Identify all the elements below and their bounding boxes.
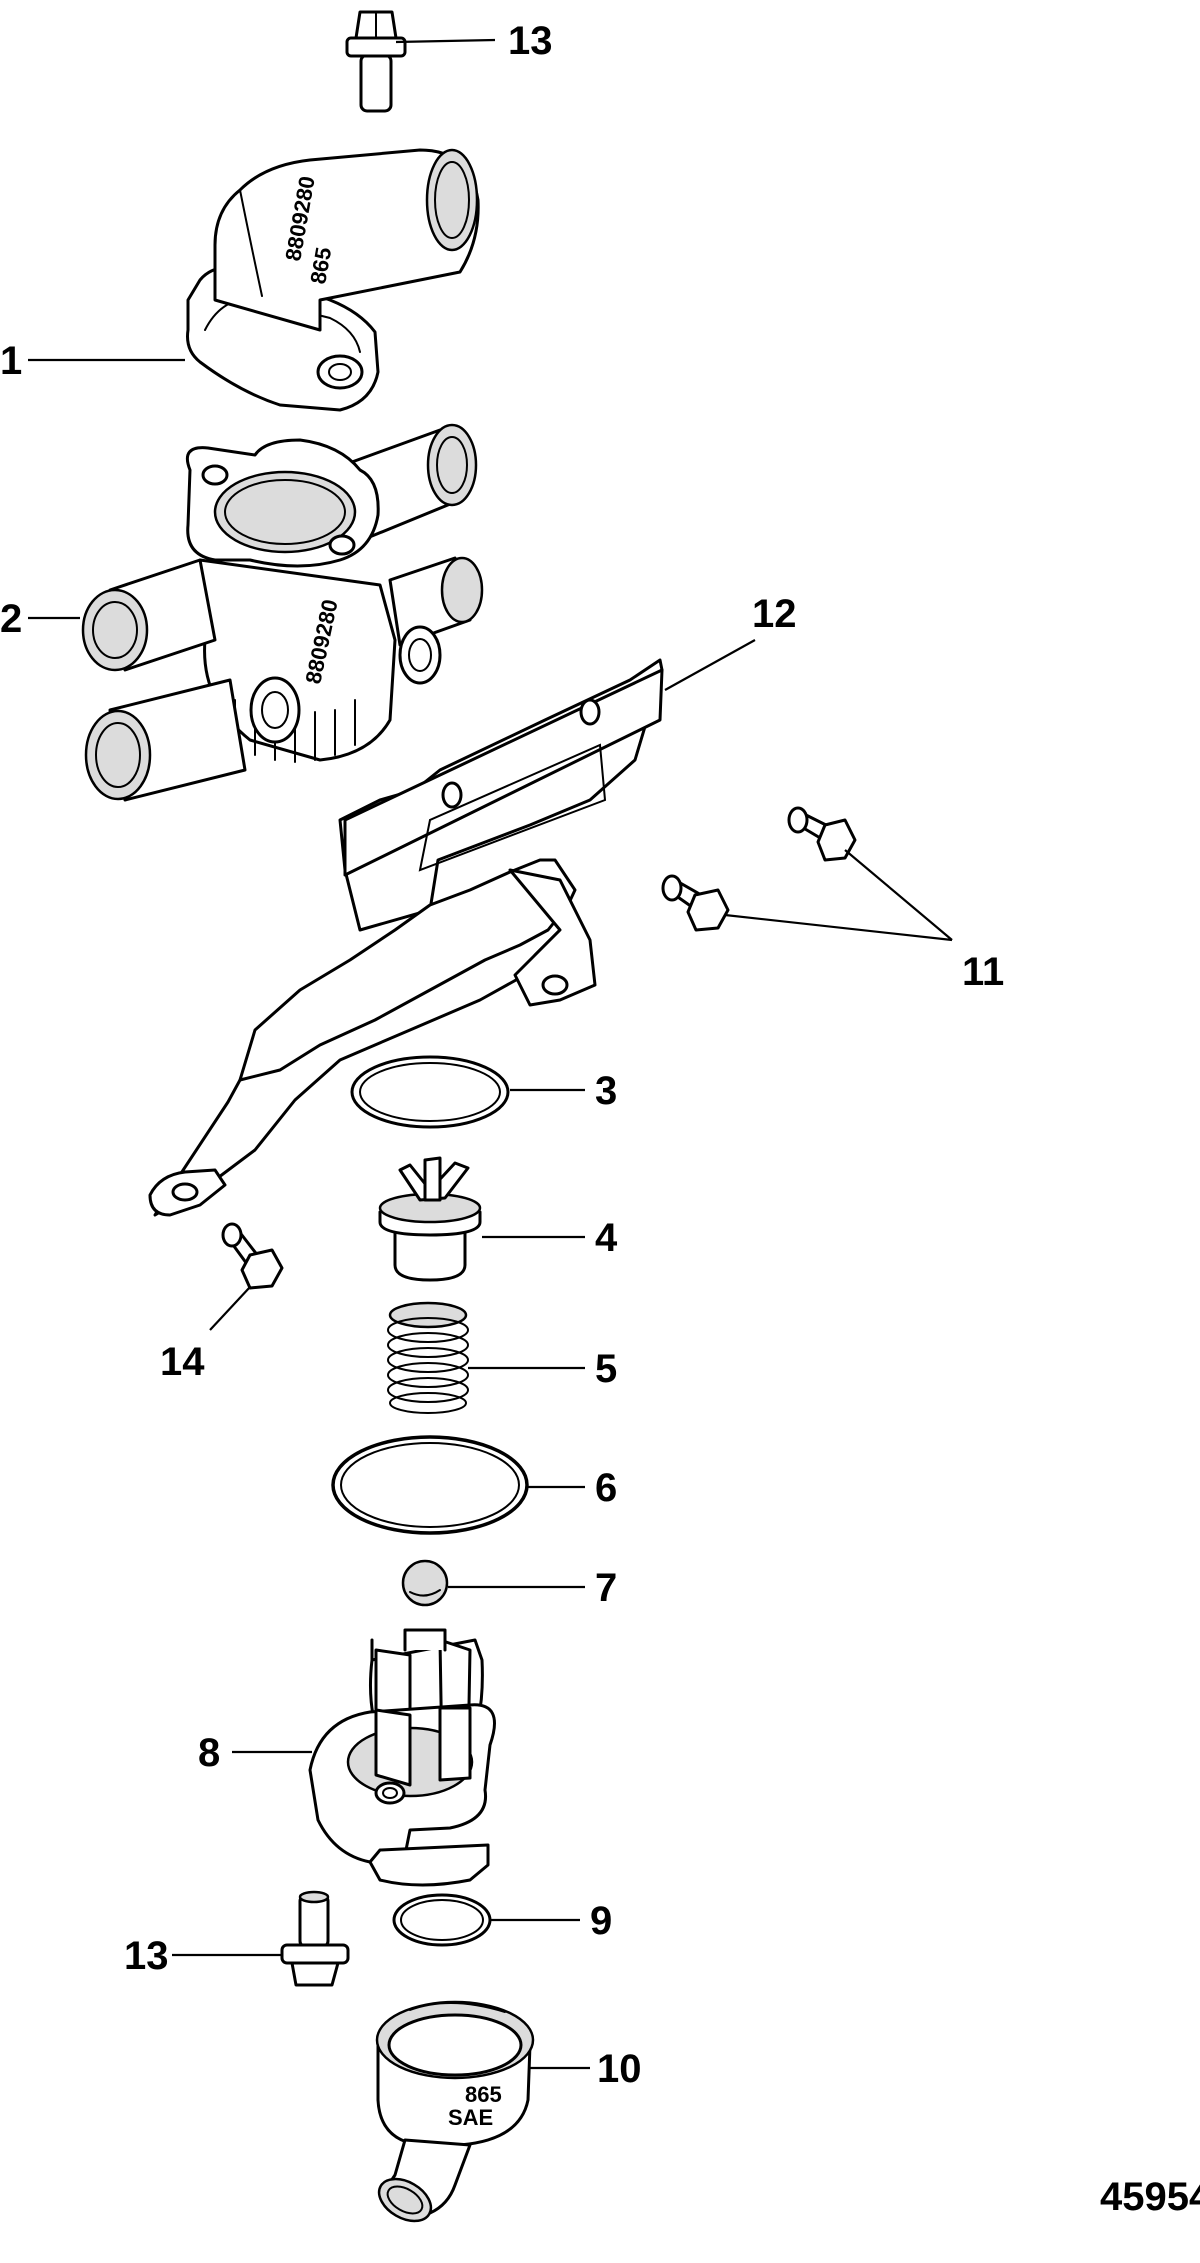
- callouts: 13 1 2 12 11 3 4 5 6 7 8 9 13 10 14: [0, 19, 1004, 2091]
- part-10-outlet-elbow: 865 SAE: [375, 2000, 535, 2223]
- part-9-o-ring-small: [392, 1893, 492, 1947]
- figure-number: 45954: [1100, 2175, 1200, 2219]
- callout-8: 8: [198, 1731, 220, 1775]
- callout-11: 11: [962, 950, 1004, 994]
- part-13-bolt-bottom: [280, 1890, 350, 1987]
- part-11-bolt-b: [661, 874, 730, 932]
- leader-lines: [28, 38, 953, 2070]
- callout-7: 7: [595, 1566, 617, 1610]
- callout-3: 3: [595, 1069, 617, 1113]
- callout-5: 5: [595, 1347, 617, 1391]
- part-3-o-ring: [350, 1055, 510, 1129]
- part-1-elbow-housing: 8809280 865: [186, 148, 480, 412]
- part-4-thermostat: [378, 1156, 482, 1282]
- part-2-valve-housing: 8809280: [81, 423, 484, 802]
- part-6-o-ring-large: [331, 1435, 529, 1535]
- callout-6: 6: [595, 1466, 617, 1510]
- callout-14: 14: [160, 1340, 205, 1384]
- part-10-cast-865: 865: [465, 2082, 502, 2107]
- callout-13-bottom: 13: [124, 1934, 169, 1978]
- part-11-bolt-a: [787, 806, 857, 862]
- part-12-bracket: [148, 658, 664, 1217]
- part-10-cast-sae: SAE: [448, 2105, 493, 2130]
- callout-2: 2: [0, 597, 22, 641]
- part-5-spring: [387, 1301, 469, 1414]
- part-8-housing: [308, 1628, 496, 1887]
- callout-1: 1: [0, 339, 22, 383]
- part-14-bolt: [221, 1222, 284, 1290]
- part-11-bolts: [661, 806, 857, 932]
- callout-9: 9: [590, 1899, 612, 1943]
- callout-10: 10: [597, 2047, 642, 2091]
- callout-13-top: 13: [508, 19, 553, 63]
- callout-4: 4: [595, 1216, 618, 1260]
- callout-12: 12: [752, 592, 797, 636]
- part-7-ball: [401, 1559, 449, 1607]
- part-13-bolt-top: [345, 10, 407, 113]
